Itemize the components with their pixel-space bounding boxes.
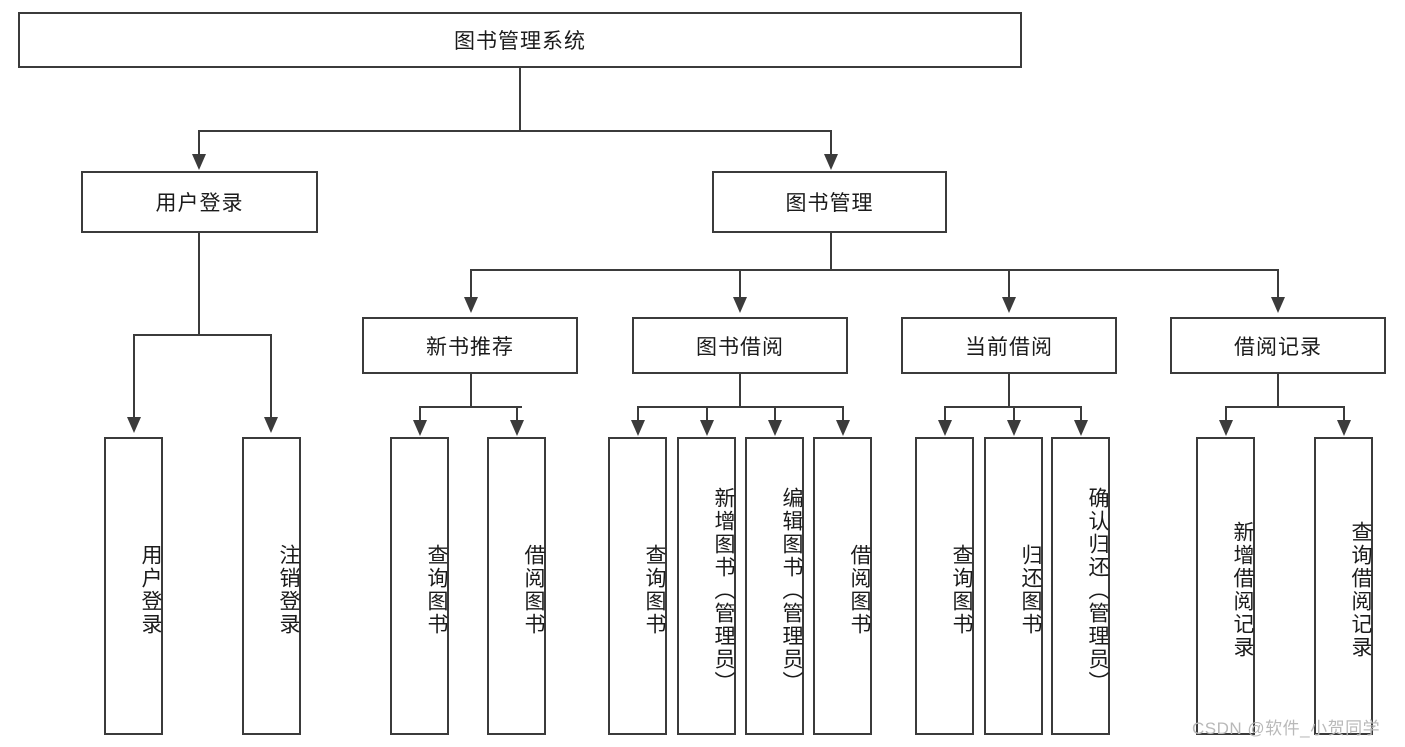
connector-root-to-book-management bbox=[830, 130, 832, 156]
node-label: 查询借阅记录 bbox=[1349, 521, 1372, 659]
connector-to-new-book-recommend bbox=[470, 269, 472, 299]
arrowhead-icon bbox=[1007, 420, 1021, 436]
arrowhead-icon bbox=[1337, 420, 1351, 436]
node-label: 归还图书 bbox=[1019, 544, 1042, 636]
arrowhead-icon bbox=[631, 420, 645, 436]
arrowhead-icon bbox=[127, 417, 141, 433]
node-label: 图书借阅 bbox=[696, 335, 784, 359]
node-label: 查询图书 bbox=[643, 544, 666, 636]
connector-user-login-leaf-2 bbox=[270, 334, 272, 419]
arrowhead-icon bbox=[700, 420, 714, 436]
arrowhead-icon bbox=[733, 297, 747, 313]
connector-bb-leaf-1 bbox=[637, 406, 639, 422]
leaf-logout[interactable]: 注销登录 bbox=[242, 437, 301, 735]
connector-cb-leaf-1 bbox=[944, 406, 946, 422]
leaf-br-add-record[interactable]: 新增借阅记录 bbox=[1196, 437, 1255, 735]
connector-cb-leaf-2 bbox=[1013, 406, 1015, 422]
node-label: 查询图书 bbox=[950, 544, 973, 636]
node-label: 借阅图书 bbox=[848, 544, 871, 636]
connector-br-leaf-1 bbox=[1225, 406, 1227, 422]
node-label: 注销登录 bbox=[277, 544, 300, 636]
node-new-book-recommend[interactable]: 新书推荐 bbox=[362, 317, 578, 374]
arrowhead-icon bbox=[1219, 420, 1233, 436]
node-borrow-record[interactable]: 借阅记录 bbox=[1170, 317, 1386, 374]
node-book-management[interactable]: 图书管理 bbox=[712, 171, 947, 233]
connector-bb-leaf-3 bbox=[774, 406, 776, 422]
connector-bb-leaf-2 bbox=[706, 406, 708, 422]
node-label: 编辑图书（管理员） bbox=[780, 486, 803, 694]
node-label: 新增借阅记录 bbox=[1231, 521, 1254, 659]
leaf-br-query-record[interactable]: 查询借阅记录 bbox=[1314, 437, 1373, 735]
connector-new-book-recommend-stem bbox=[470, 374, 472, 408]
connector-to-book-borrow bbox=[739, 269, 741, 299]
arrowhead-icon bbox=[264, 417, 278, 433]
arrowhead-icon bbox=[1074, 420, 1088, 436]
connector-root-stem bbox=[519, 68, 521, 131]
connector-nbr-leaf-1 bbox=[419, 406, 421, 422]
node-label: 查询图书 bbox=[425, 544, 448, 636]
connector-level2-bus bbox=[470, 269, 1279, 271]
node-label: 当前借阅 bbox=[965, 335, 1053, 359]
node-label: 图书管理系统 bbox=[454, 30, 586, 53]
leaf-nbr-borrow-book[interactable]: 借阅图书 bbox=[487, 437, 546, 735]
node-label: 新书推荐 bbox=[426, 335, 514, 359]
connector-current-borrow-stem bbox=[1008, 374, 1010, 408]
leaf-cb-query-book[interactable]: 查询图书 bbox=[915, 437, 974, 735]
connector-user-login-leaf-1 bbox=[133, 334, 135, 419]
connector-bb-leaf-4 bbox=[842, 406, 844, 422]
leaf-cb-confirm-return-admin[interactable]: 确认归还（管理员） bbox=[1051, 437, 1110, 735]
arrowhead-icon bbox=[510, 420, 524, 436]
connector-br-leaf-2 bbox=[1343, 406, 1345, 422]
csdn-watermark: CSDN @软件_小贺同学 bbox=[1192, 719, 1381, 738]
arrowhead-icon bbox=[938, 420, 952, 436]
arrowhead-icon bbox=[824, 154, 838, 170]
node-current-borrow[interactable]: 当前借阅 bbox=[901, 317, 1117, 374]
leaf-nbr-query-book[interactable]: 查询图书 bbox=[390, 437, 449, 735]
connector-user-login-stem bbox=[198, 233, 200, 336]
node-label: 用户登录 bbox=[139, 544, 162, 636]
leaf-user-login[interactable]: 用户登录 bbox=[104, 437, 163, 735]
arrowhead-icon bbox=[1271, 297, 1285, 313]
connector-borrow-record-stem bbox=[1277, 374, 1279, 408]
connector-book-borrow-bus bbox=[637, 406, 844, 408]
connector-cb-leaf-3 bbox=[1080, 406, 1082, 422]
node-label: 新增图书（管理员） bbox=[712, 486, 735, 694]
leaf-bb-borrow-book[interactable]: 借阅图书 bbox=[813, 437, 872, 735]
arrowhead-icon bbox=[192, 154, 206, 170]
connector-borrow-record-bus bbox=[1225, 406, 1343, 408]
arrowhead-icon bbox=[464, 297, 478, 313]
connector-current-borrow-bus bbox=[944, 406, 1081, 408]
node-root-book-management-system[interactable]: 图书管理系统 bbox=[18, 12, 1022, 68]
leaf-cb-return-book[interactable]: 归还图书 bbox=[984, 437, 1043, 735]
arrowhead-icon bbox=[768, 420, 782, 436]
node-label: 图书管理 bbox=[785, 192, 874, 215]
node-book-borrow[interactable]: 图书借阅 bbox=[632, 317, 848, 374]
arrowhead-icon bbox=[413, 420, 427, 436]
connector-to-borrow-record bbox=[1277, 269, 1279, 299]
arrowhead-icon bbox=[1002, 297, 1016, 313]
node-label: 确认归还（管理员） bbox=[1086, 486, 1109, 694]
connector-new-book-recommend-bus bbox=[419, 406, 522, 408]
arrowhead-icon bbox=[836, 420, 850, 436]
connector-user-login-bus bbox=[133, 334, 271, 336]
node-label: 借阅记录 bbox=[1234, 335, 1322, 359]
connector-book-management-stem bbox=[830, 233, 832, 271]
leaf-bb-edit-book-admin[interactable]: 编辑图书（管理员） bbox=[745, 437, 804, 735]
leaf-bb-query-book[interactable]: 查询图书 bbox=[608, 437, 667, 735]
connector-nbr-leaf-2 bbox=[516, 406, 518, 422]
node-user-login[interactable]: 用户登录 bbox=[81, 171, 318, 233]
connector-to-current-borrow bbox=[1008, 269, 1010, 299]
leaf-bb-add-book-admin[interactable]: 新增图书（管理员） bbox=[677, 437, 736, 735]
connector-book-borrow-stem bbox=[739, 374, 741, 408]
node-label: 借阅图书 bbox=[522, 544, 545, 636]
connector-root-bus bbox=[198, 130, 832, 132]
connector-root-to-user-login bbox=[198, 130, 200, 156]
node-label: 用户登录 bbox=[155, 192, 244, 215]
